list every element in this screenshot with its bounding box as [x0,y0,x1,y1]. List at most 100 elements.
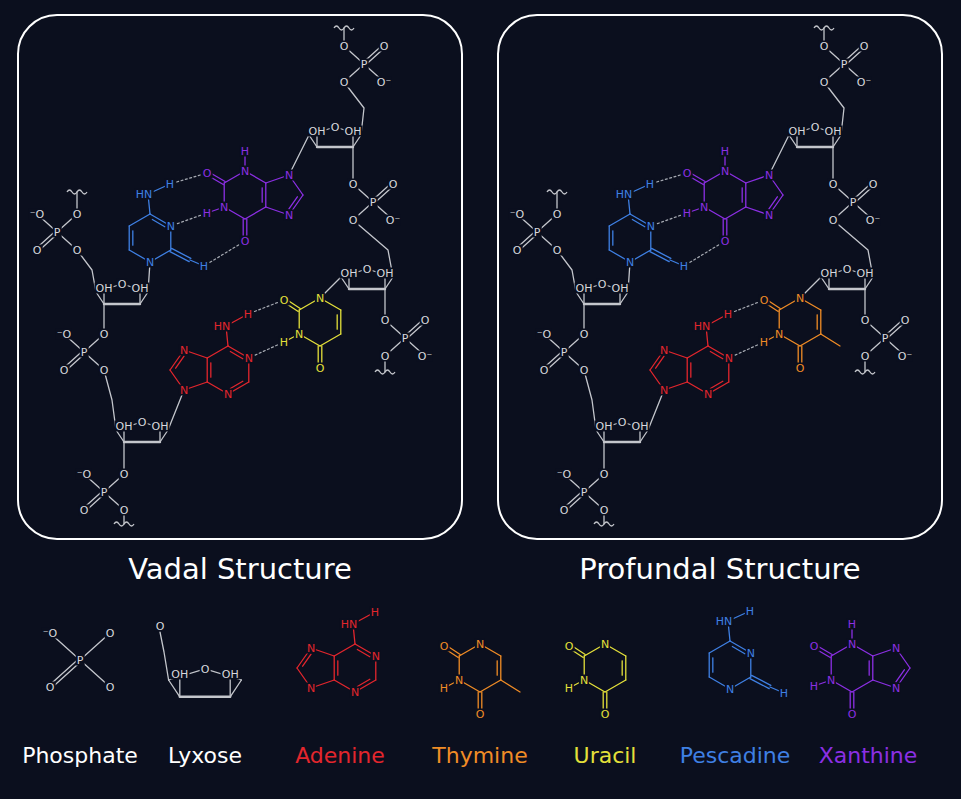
atom-label: H [370,607,380,618]
bond-line [820,310,821,334]
bond-line [357,650,369,657]
atom-label: H [682,208,692,219]
atom-label: N [699,202,709,213]
atom-label: N [179,385,189,396]
bond-line [710,352,722,359]
atom-label: O [860,315,871,326]
atom-label: O [339,41,350,52]
atom-label: P [580,487,589,498]
atom-label: H [779,688,789,699]
chain-break-squiggle [334,26,354,30]
bond-line [752,675,771,685]
atom-label: OH [788,126,807,137]
atom-label: HN [135,189,154,200]
atom-label: O [599,505,610,516]
backbone-bond [77,250,96,292]
atom-label: O [579,365,590,376]
atom-label: O [819,41,830,52]
glycosidic-bond [168,390,184,430]
hydrogen-bond [657,175,681,182]
atom-label: O [847,709,858,720]
chain-break-squiggle [855,370,875,374]
atom-label: HN [213,321,232,332]
panel-outline [17,14,463,540]
atom-label: N [826,675,836,686]
atom-label: OH [340,268,359,279]
atom-label: O [279,295,290,306]
atom-label: O [72,245,83,256]
bond-line [622,661,623,675]
atom-label: H [679,261,689,272]
bond-line [207,358,208,382]
atom-label: OH [131,283,150,294]
bond-line [480,680,501,692]
bond-line [865,277,873,289]
bond-line [712,658,713,672]
atom-label: O [72,209,83,220]
atom-label: N [475,639,485,650]
bond-line [337,661,338,675]
atom-label: H [723,309,733,320]
atom-label: H [564,683,574,694]
chain-break-squiggle [67,190,87,194]
bond-line [833,135,841,147]
atom-label: O [200,663,211,674]
atom-label: O [475,709,486,720]
atom-label: N [179,345,189,356]
hydrogen-bond [735,303,758,312]
bond-line [869,661,870,675]
atom-label: N [764,170,774,181]
atom-label: N [166,221,176,232]
panel-outline [497,14,943,540]
hydrogen-bond [255,345,277,355]
atom-label: O [600,709,611,720]
atom-label: N [646,221,656,232]
atom-label: OH [115,421,134,432]
bond-line [129,226,130,250]
chain-break-squiggle [375,370,395,374]
bond-line [829,288,865,290]
bond-line [501,680,520,692]
atom-label: H [202,208,212,219]
bond-line [160,430,168,442]
atom-label: OH [170,669,189,680]
atom-label: H [240,146,250,157]
atom-label: O⁻ [897,351,913,362]
atom-label: N [371,651,381,662]
bond-line [745,183,746,207]
atom-label: N [891,643,901,654]
atom-label: O [682,168,693,179]
bond-line [140,292,148,304]
atom-label: ⁻O [56,329,72,340]
atom-label: O [380,315,391,326]
atom-label: P [533,227,542,238]
bond-line [207,346,228,358]
legend-label: Xanthine [819,743,918,769]
atom-label: O [860,351,871,362]
chain-break-squiggle [547,190,567,194]
atom-label: OH [308,126,327,137]
atom-label: N [659,385,669,396]
atom-label: OH [631,421,650,432]
bond-line [265,183,266,207]
structure-panel: Vadal Structure [17,14,463,587]
bond-line [176,356,184,368]
atom-label: OH [376,268,395,279]
bond-line [124,441,160,443]
bond-line [96,292,104,304]
atom-label: N [219,202,229,213]
atom-label: N [454,675,464,686]
atom-label: O [552,245,563,256]
bond-line [732,647,744,654]
legend-label: Pescadine [680,743,791,769]
atom-label: O [330,122,341,133]
atom-label: ⁻O [536,329,552,340]
atom-label: O [32,245,43,256]
atom-label: N [625,257,635,268]
atom-label: O [137,417,148,428]
atom-label: P [80,347,89,358]
atom-label: O [119,505,130,516]
structure-panel: Profundal Structure [497,14,943,587]
atom-label: N [284,170,294,181]
